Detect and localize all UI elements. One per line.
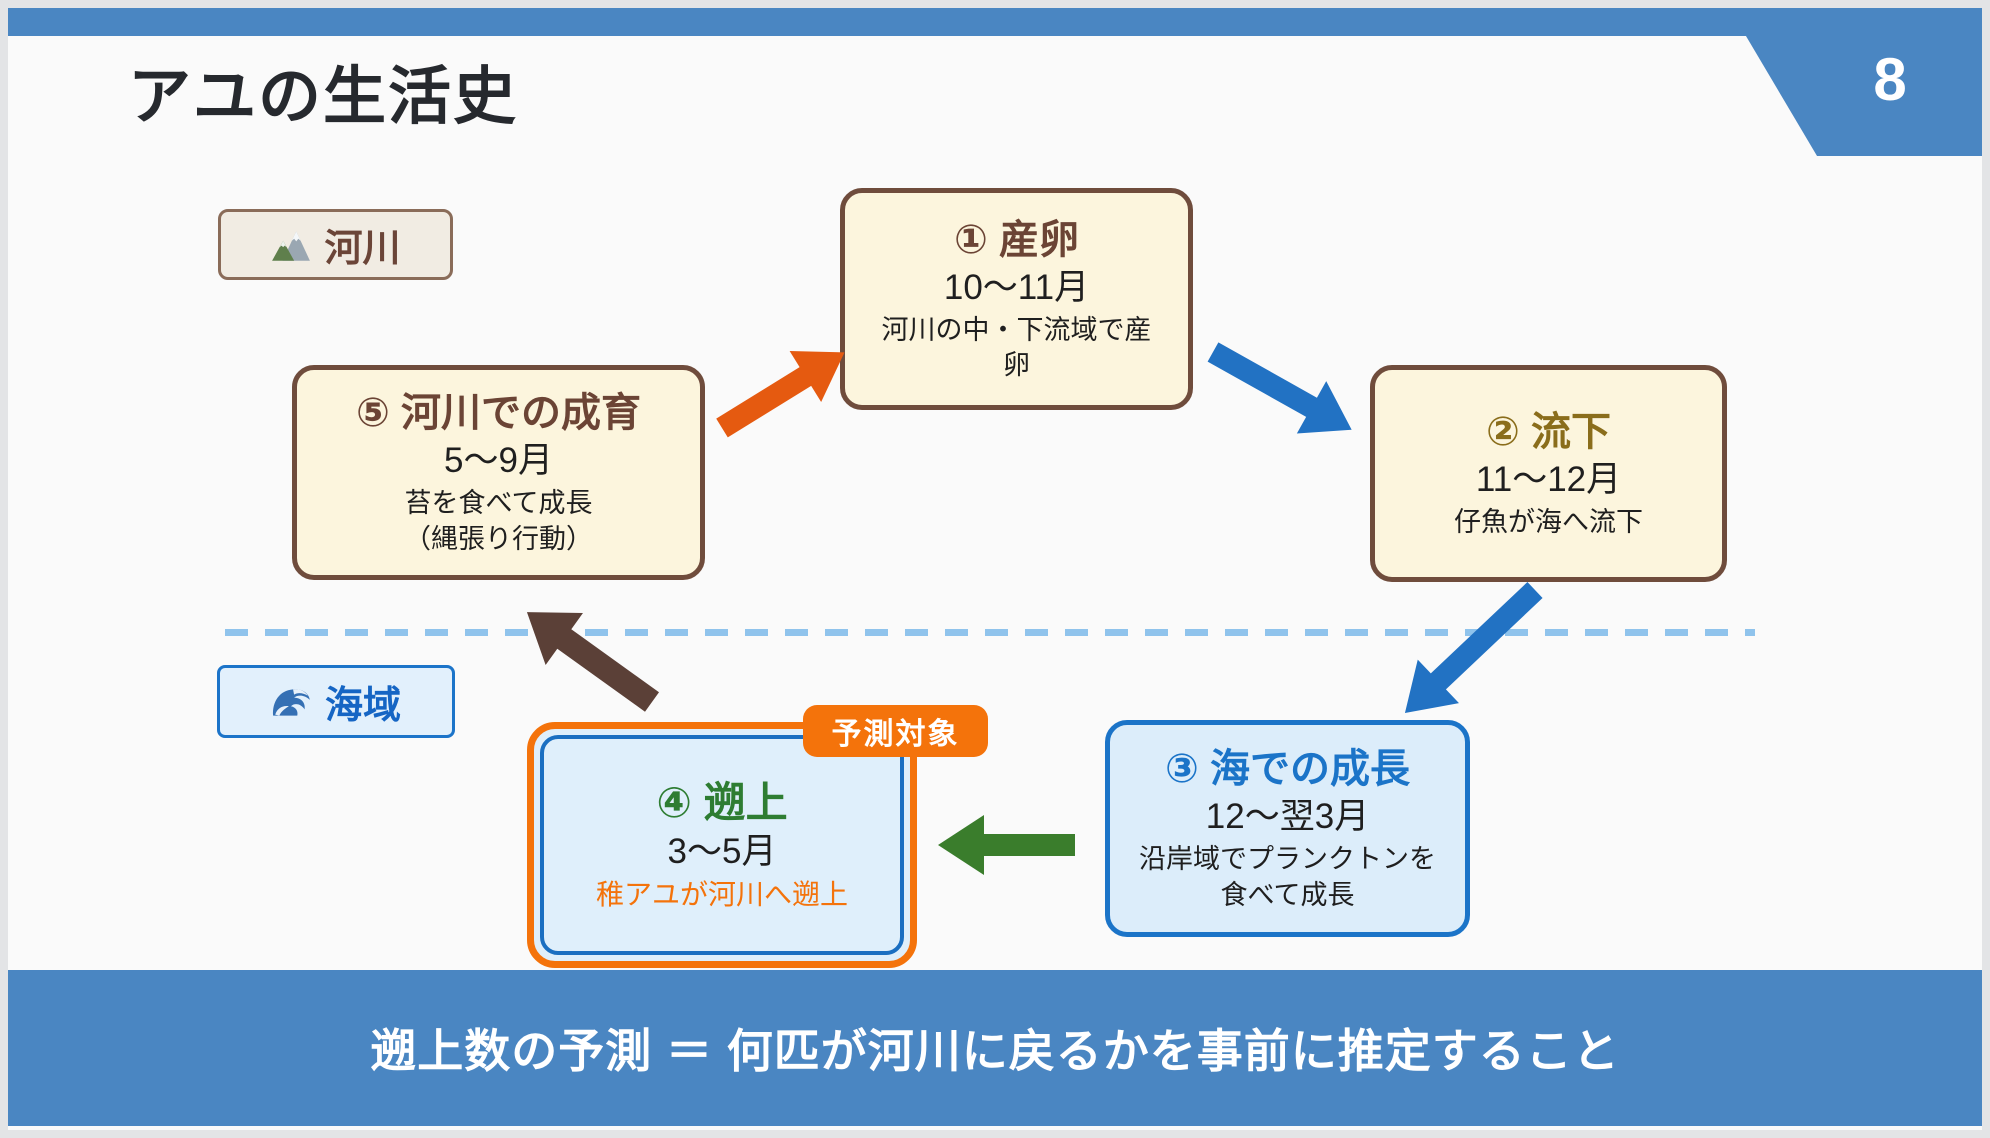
stage-title: ② 流下 [1486,409,1611,454]
footer-text: 遡上数の予測 ＝ 何匹が河川に戻るかを事前に推定すること [370,1025,1620,1077]
stage-period: 5〜9月 [444,441,553,481]
top-accent-bar [8,8,1982,36]
stage-period: 12〜翌3月 [1205,797,1370,837]
stage-desc: 仔魚が海へ流下 [1454,506,1643,537]
river-zone-text: 河川 [324,228,401,270]
stage-box-upstream: ④ 遡上 3〜5月 稚アユが河川へ遡上 [527,722,917,968]
stage-box-drift: ② 流下 11〜12月 仔魚が海へ流下 [1370,365,1727,582]
page-number-badge: 8 [1745,36,1982,156]
stage-period: 3〜5月 [667,832,777,872]
stage-title: ⑤ 河川での成育 [356,391,641,436]
stage-desc: 苔を食べて成長 （縄張り行動） [404,488,593,554]
stage-desc: 稚アユが河川へ遡上 [595,879,848,911]
stage-title: ④ 遡上 [656,778,788,826]
prediction-target-badge: 予測対象 [803,705,988,757]
river-zone-label: 河川 [218,209,453,280]
stage-box-sea-growth: ③ 海での成長 12〜翌3月 沿岸域でプランクトンを 食べて成長 [1105,720,1470,937]
stage-box-river-growth: ⑤ 河川での成育 5〜9月 苔を食べて成長 （縄張り行動） [292,365,705,580]
stage-title: ③ 海での成長 [1165,747,1410,792]
page-number: 8 [1873,45,1907,113]
mountain-icon [270,226,312,264]
stage-period: 11〜12月 [1475,459,1622,499]
slide-canvas: 8 アユの生活史 河川 [8,8,1982,1130]
stage-period: 10〜11月 [943,267,1090,307]
stage-title: ① 産卵 [954,217,1079,262]
sea-zone-label: 海域 [217,665,455,738]
footer-band: 遡上数の予測 ＝ 何匹が河川に戻るかを事前に推定すること [8,970,1982,1126]
stage-desc: 沿岸域でプランクトンを 食べて成長 [1139,844,1436,910]
stage-desc: 河川の中・下流域で産 卵 [881,314,1152,380]
river-sea-divider [225,629,1755,636]
page-title: アユの生活史 [128,62,518,132]
sea-zone-text: 海域 [324,685,401,727]
prediction-target-text: 予測対象 [831,718,960,751]
wave-icon [271,683,313,721]
stage-box-spawning: ① 産卵 10〜11月 河川の中・下流域で産 卵 [840,188,1193,410]
stage-box-upstream-inner: ④ 遡上 3〜5月 稚アユが河川へ遡上 [540,735,904,955]
